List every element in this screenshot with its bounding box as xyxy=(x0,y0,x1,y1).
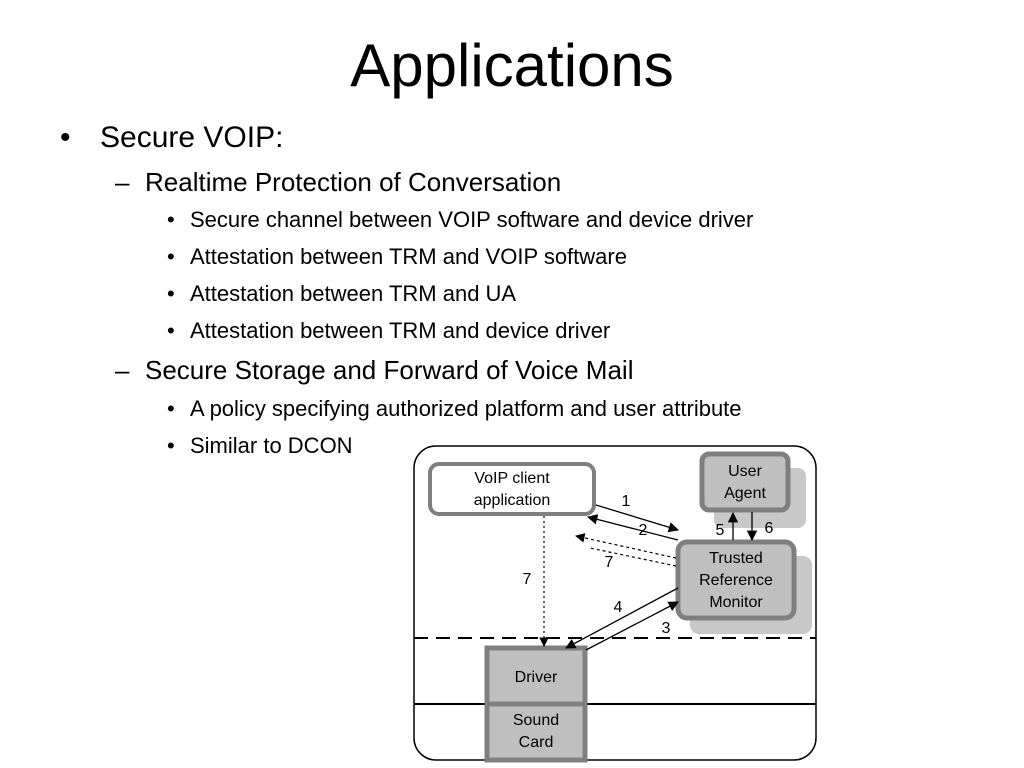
label-5: 5 xyxy=(716,522,725,539)
sound-card-label-1: Sound xyxy=(513,712,559,729)
trm-label-3: Monitor xyxy=(709,594,763,611)
arrow-7-dotted-a xyxy=(575,533,677,559)
trm-shadow xyxy=(690,556,812,634)
user-agent-shadow xyxy=(714,468,806,528)
arrow-1 xyxy=(595,504,679,533)
bullet-text: Attestation between TRM and device drive… xyxy=(190,318,611,343)
bullet-text: Secure Storage and Forward of Voice Mail xyxy=(145,355,634,385)
trm-box xyxy=(675,539,797,621)
bullet-marker: • xyxy=(167,318,175,343)
user-agent-label-1: User xyxy=(728,463,762,480)
label-7b: 7 xyxy=(605,554,614,571)
label-2: 2 xyxy=(639,522,648,539)
bullet-text: A policy specifying authorized platform … xyxy=(190,396,742,421)
label-4: 4 xyxy=(614,599,623,616)
user-agent-label-2: Agent xyxy=(724,485,766,502)
bullet-marker: • xyxy=(167,244,175,269)
voip-client-label-1: VoIP client xyxy=(474,470,550,487)
arrow-3 xyxy=(585,601,679,651)
dash-marker: – xyxy=(115,167,130,197)
trm-label-2: Reference xyxy=(699,572,773,589)
bullet-marker: • xyxy=(167,396,175,421)
arrow-7-dotted-b xyxy=(589,547,677,567)
arrow-2 xyxy=(586,514,679,541)
user-agent-box xyxy=(699,451,791,513)
bullet-text: Secure VOIP: xyxy=(100,121,284,154)
bullet-text: Attestation between TRM and UA xyxy=(190,281,517,306)
bullet-marker: • xyxy=(167,281,175,306)
diagram-frame xyxy=(413,445,817,761)
dash-marker: – xyxy=(115,355,130,385)
driver-box xyxy=(484,645,588,707)
bullet-marker: • xyxy=(167,433,175,458)
label-3: 3 xyxy=(662,620,671,637)
driver-label: Driver xyxy=(515,669,558,686)
bullet-text: Realtime Protection of Conversation xyxy=(145,167,562,197)
trm-label-1: Trusted xyxy=(709,550,763,567)
label-1: 1 xyxy=(622,493,631,510)
bullet-marker: • xyxy=(60,121,71,154)
bullet-marker: • xyxy=(167,207,175,232)
slide-title: Applications xyxy=(350,32,674,99)
voip-client-label-2: application xyxy=(474,492,551,509)
arrow-4 xyxy=(565,587,679,649)
label-6: 6 xyxy=(765,520,774,537)
sound-card-box xyxy=(484,701,588,763)
bullet-text: Attestation between TRM and VOIP softwar… xyxy=(190,244,627,269)
sound-card-label-2: Card xyxy=(519,734,554,751)
bullet-text: Secure channel between VOIP software and… xyxy=(190,207,754,232)
voip-client-box xyxy=(428,462,596,516)
label-7a: 7 xyxy=(523,571,532,588)
bullet-text: Similar to DCON xyxy=(190,433,353,458)
